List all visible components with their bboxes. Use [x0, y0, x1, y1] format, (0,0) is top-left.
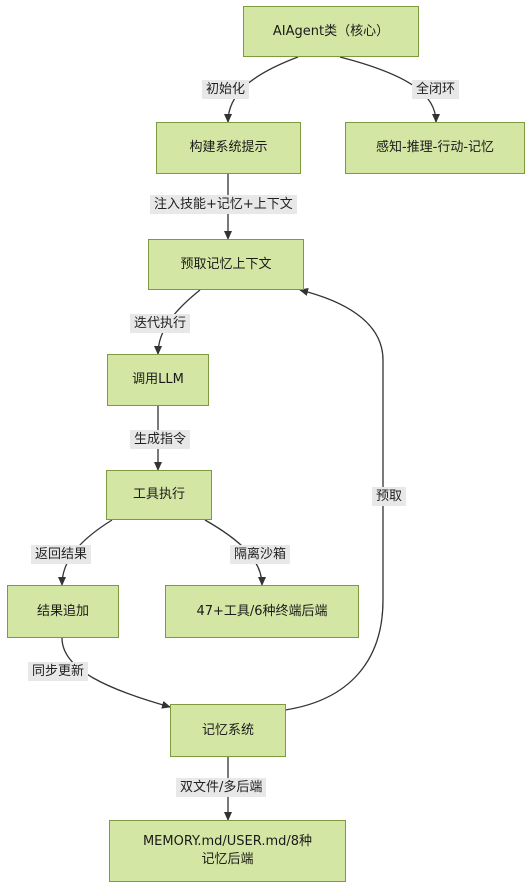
- label-prefetch-back: 预取: [372, 487, 407, 506]
- label-sync-update: 同步更新: [28, 662, 89, 681]
- node-call-llm: 调用LLM: [107, 354, 209, 406]
- node-tools-backend: 47+工具/6种终端后端: [165, 585, 359, 638]
- label-init: 初始化: [202, 80, 250, 99]
- node-memory-backend: MEMORY.md/USER.md/8种 记忆后端: [109, 820, 346, 882]
- node-build-prompt: 构建系统提示: [156, 122, 301, 174]
- label-inject: 注入技能+记忆+上下文: [150, 195, 297, 214]
- node-memory-system: 记忆系统: [170, 704, 286, 757]
- memory-backend-line2: 记忆后端: [201, 852, 254, 867]
- node-tool-exec: 工具执行: [106, 470, 212, 520]
- edge-prefetch-back: [284, 288, 384, 711]
- edge-sync-update: [61, 637, 171, 709]
- label-iterate: 迭代执行: [130, 314, 191, 333]
- label-sandbox: 隔离沙箱: [230, 545, 291, 564]
- label-gen-cmd: 生成指令: [130, 430, 191, 449]
- label-return-result: 返回结果: [31, 545, 92, 564]
- label-dual-file: 双文件/多后端: [176, 778, 267, 797]
- node-prefetch-context: 预取记忆上下文: [148, 239, 304, 290]
- node-perceive-loop: 感知-推理-行动-记忆: [345, 122, 525, 174]
- label-closed-loop: 全闭环: [412, 80, 460, 99]
- node-result-append: 结果追加: [7, 585, 119, 638]
- node-aiagent: AIAgent类（核心）: [243, 6, 419, 57]
- memory-backend-line1: MEMORY.md/USER.md/8种: [142, 834, 313, 849]
